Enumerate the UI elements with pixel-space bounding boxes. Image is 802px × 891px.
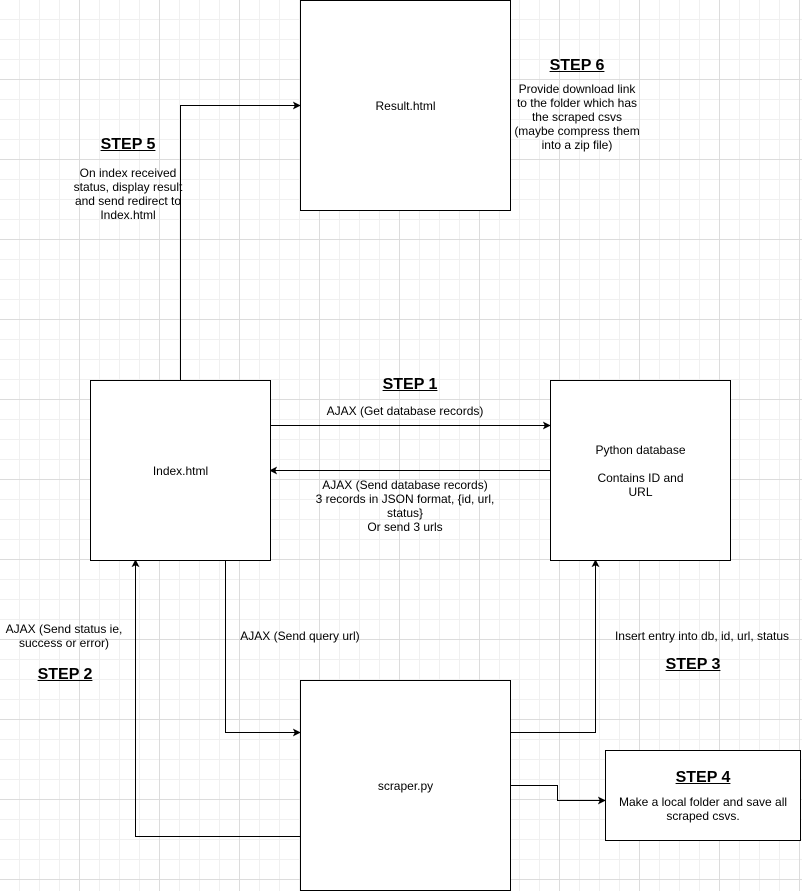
send-records-line: 3 records in JSON format, {id, url,: [315, 492, 495, 506]
step4-node: STEP 4 Make a local folder and save all …: [605, 750, 801, 841]
step5-line: status, display result: [73, 180, 183, 194]
step1-title: STEP 1: [382, 376, 438, 393]
edge-label-send-status: AJAX (Send status ie, success or error): [2, 622, 126, 650]
step6-block: STEP 6 Provide download link to the fold…: [510, 57, 644, 152]
step4-description: Make a local folder and save all scraped…: [619, 795, 787, 823]
scraper-py-node: scraper.py: [300, 680, 511, 891]
edge-label-send-query: AJAX (Send query url): [240, 629, 360, 643]
step2-title: STEP 2: [37, 666, 93, 683]
index-html-label: Index.html: [152, 463, 209, 478]
step5-line: and send redirect to: [74, 194, 182, 208]
edge-label-send-records: AJAX (Send database records) 3 records i…: [290, 478, 520, 534]
result-html-node: Result.html: [300, 0, 511, 211]
result-html-label: Result.html: [375, 98, 436, 113]
python-database-label: Python database: [595, 442, 686, 457]
python-database-node: Python database Contains ID and URL: [550, 380, 731, 561]
step3-title: STEP 3: [665, 656, 721, 673]
python-database-content: Python database Contains ID and URL: [595, 443, 685, 499]
step6-line: the scraped csvs: [531, 110, 623, 124]
step6-line: into a zip file): [541, 138, 613, 152]
edge-save-csvs: [510, 785, 606, 805]
step4-title: STEP 4: [675, 768, 731, 786]
send-records-line: Or send 3 urls: [367, 520, 443, 534]
python-database-sub-line: URL: [628, 484, 653, 499]
edge-insert-entry: [510, 559, 600, 733]
step6-line: Provide download link: [518, 82, 636, 96]
step5-line: On index received: [79, 166, 177, 180]
step4-line: scraped csvs.: [666, 808, 740, 823]
send-status-line: AJAX (Send status ie,: [5, 622, 123, 636]
step5-block: STEP 5 On index received status, display…: [55, 136, 201, 222]
python-database-sub-line: Contains ID and: [597, 470, 684, 485]
edge-send-query: [225, 560, 301, 737]
edge-send-status: [131, 559, 300, 837]
edge-index-to-result: [180, 101, 301, 380]
scraper-py-label: scraper.py: [377, 778, 434, 793]
step5-title: STEP 5: [100, 136, 156, 153]
step6-title: STEP 6: [549, 57, 605, 74]
step5-description: On index received status, display result…: [55, 166, 201, 222]
send-records-line: status}: [386, 506, 424, 520]
send-status-line: success or error): [18, 636, 110, 650]
send-records-line: AJAX (Send database records): [322, 478, 488, 492]
edge-label-get-records: AJAX (Get database records): [326, 404, 484, 418]
step6-description: Provide download link to the folder whic…: [510, 82, 644, 152]
step6-line: (maybe compress them: [514, 124, 640, 138]
edge-label-insert-entry: Insert entry into db, id, url, status: [614, 629, 790, 643]
index-html-node: Index.html: [90, 380, 271, 561]
step4-line: Make a local folder and save all: [618, 794, 788, 809]
step5-line: Index.html: [100, 208, 156, 222]
step6-line: to the folder which has: [516, 96, 638, 110]
